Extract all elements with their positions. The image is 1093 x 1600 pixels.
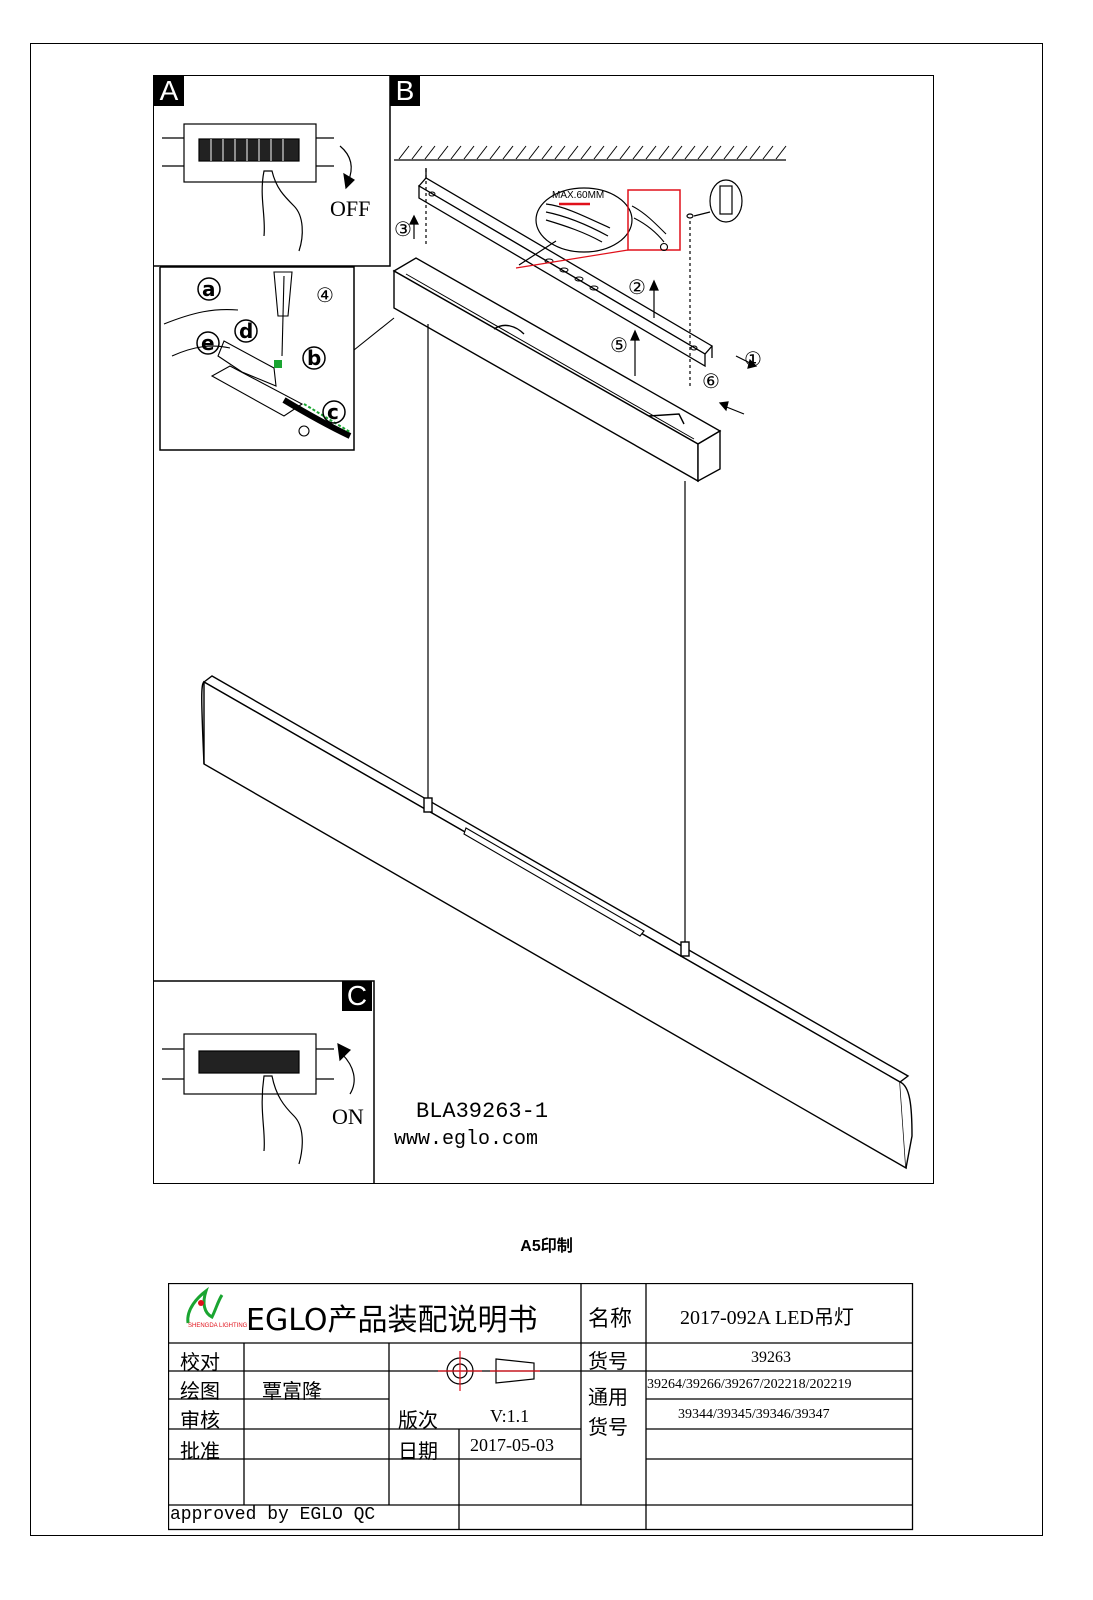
version-label: 版次 [398, 1408, 438, 1432]
step-6-marker: ⑥ [702, 369, 720, 393]
approval-note: approved by EGLO QC [170, 1505, 376, 1525]
model-code: BLA39263-1 [416, 1099, 549, 1124]
terminal-detail-box [627, 189, 681, 251]
shengda-logo [186, 1286, 224, 1324]
general-item-numbers-1: 39264/39266/39267/202218/202219 [647, 1377, 852, 1392]
on-label: ON [332, 1104, 364, 1129]
step-1-marker: ① [744, 347, 762, 371]
proofread-label: 校对 [180, 1350, 220, 1374]
print-format-note: A5印制 [520, 1238, 573, 1255]
terminal-panel [163, 271, 352, 439]
date-value: 2017-05-03 [470, 1435, 554, 1455]
drawing-lines: OFF ON [154, 76, 913, 1183]
date-label: 日期 [398, 1439, 438, 1463]
mounting-bracket [417, 168, 714, 368]
projection-symbol [438, 1351, 540, 1391]
step-3-marker: ③ [394, 217, 412, 241]
general-label-1: 通用 [588, 1385, 628, 1409]
logo-text: SHENGDA LIGHTING [188, 1323, 248, 1329]
breaker-panel-a [162, 123, 355, 252]
title-block-grid: SHENGDA LIGHTING [168, 1283, 914, 1531]
approve-label: 批准 [180, 1439, 220, 1463]
ceiling [394, 145, 787, 161]
lamp-bar [201, 675, 913, 1170]
step-5-marker: ⑤ [610, 333, 628, 357]
canopy [392, 257, 722, 483]
drawn-by-value: 覃富隆 [262, 1379, 322, 1403]
version-value: V:1.1 [490, 1406, 530, 1426]
general-item-numbers-2: 39344/39345/39346/39347 [678, 1407, 830, 1422]
wire-detail-bubble [518, 187, 633, 266]
wire-letter-d: d [239, 319, 253, 343]
panel-b-tag: B [390, 76, 420, 106]
panel-a-tag: A [154, 76, 184, 106]
page-border [30, 43, 1043, 1536]
wall-plug-bubble [686, 179, 743, 223]
item-number: 39263 [751, 1349, 791, 1366]
step-2-marker: ② [628, 275, 646, 299]
item-number-label: 货号 [588, 1349, 628, 1373]
wire-letter-b: b [307, 346, 321, 370]
step-markers: ③ ② ⑤ ① ⑥ ④ [316, 217, 762, 393]
drawn-by-label: 绘图 [180, 1379, 220, 1403]
wire-letter-a: a [202, 277, 216, 301]
strip-length-label: MAX.60MM [552, 190, 604, 201]
wire-letter-c: c [327, 400, 339, 424]
panel-c-tag: C [342, 981, 372, 1011]
wire-letter-e: e [201, 331, 215, 355]
breaker-panel-c [162, 1033, 355, 1165]
suspension-cables [427, 324, 686, 946]
step-4-marker: ④ [316, 283, 334, 307]
name-label: 名称 [588, 1307, 633, 1332]
product-name: 2017-092A LED吊灯 [680, 1307, 854, 1329]
general-label-2: 货号 [588, 1415, 628, 1439]
website-link: www.eglo.com [394, 1128, 539, 1151]
off-label: OFF [330, 196, 370, 221]
assembly-drawing: OFF ON [153, 75, 934, 1184]
title-block: SHENGDA LIGHTING EGLO产品装配说明书 名称 2017-092… [168, 1283, 925, 1532]
document-title: EGLO产品装配说明书 [246, 1303, 538, 1338]
review-label: 审核 [180, 1408, 220, 1432]
